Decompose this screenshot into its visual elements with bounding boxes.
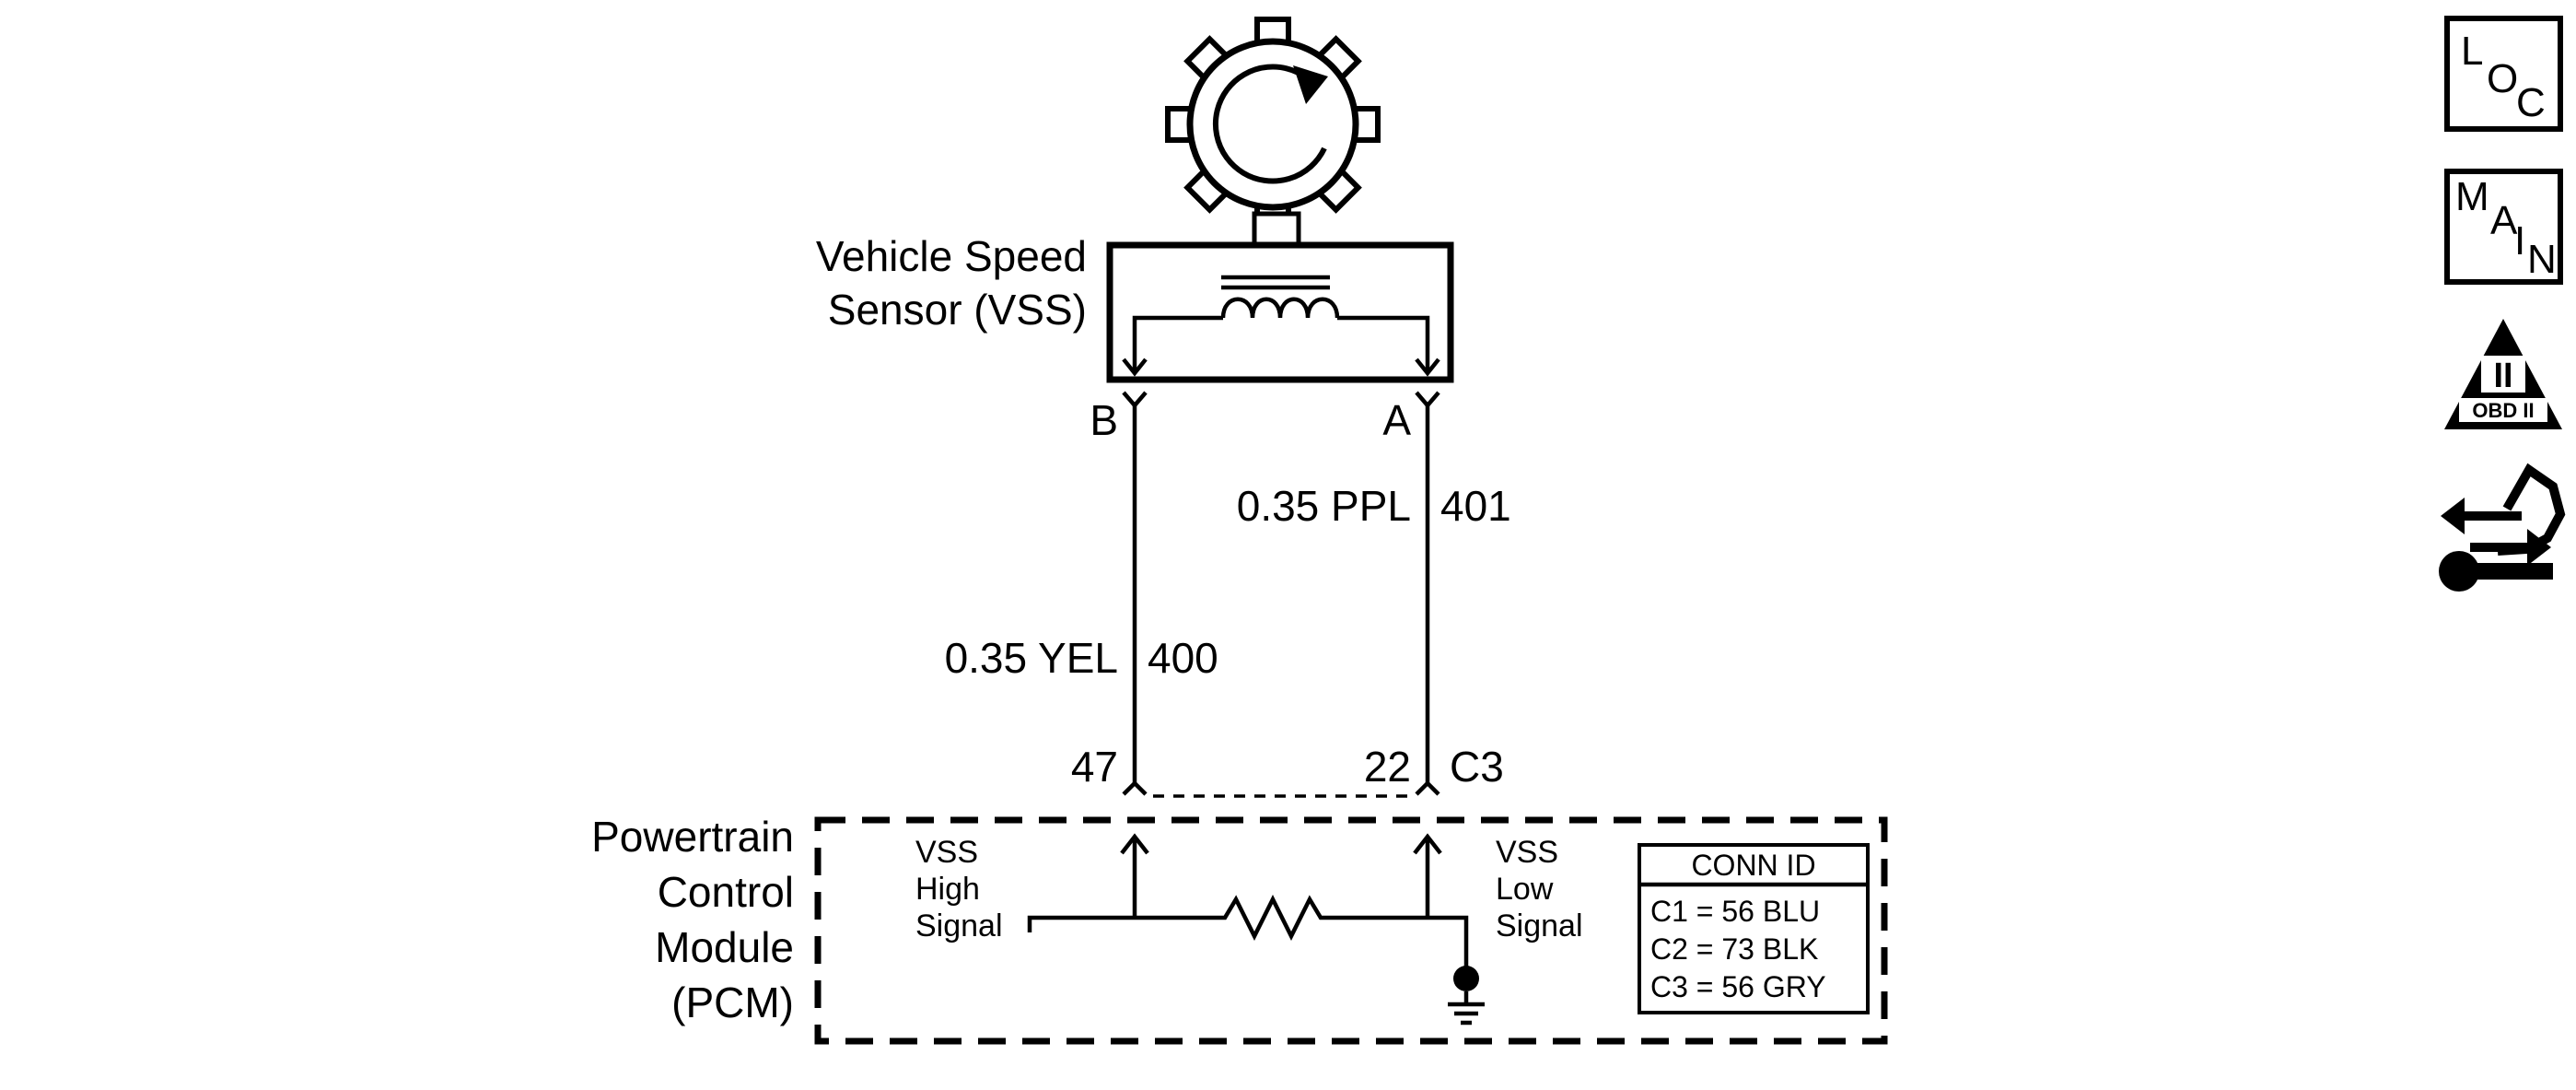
obd-ii-button[interactable]: II OBD II [2444,319,2562,429]
high-signal-line3: Signal [915,908,1003,943]
pin-22-label: 22 [1364,743,1411,791]
terminal-b-connector [1122,391,1148,409]
sensor-name-line2: Sensor (VSS) [828,286,1087,334]
pcm-name-line4: (PCM) [671,979,794,1026]
pcm-name-line3: Module [655,923,794,971]
high-signal-line2: High [915,872,980,907]
wire-400-gauge-color: 0.35 YEL [945,634,1118,682]
wire-401-gauge-color: 0.35 PPL [1237,482,1411,530]
svg-text:L: L [2461,29,2483,74]
conn-id-row-c2: C2 = 73 BLK [1650,932,1818,966]
coil-symbol [1220,297,1340,319]
pcm-boundary [814,816,1888,1045]
resistor-symbol [1027,894,1469,973]
pcm-name-line1: Powertrain [591,813,794,861]
conn-id-title: CONN ID [1691,849,1815,882]
sensor-name-line1: Vehicle Speed [816,232,1087,280]
svg-text:II: II [2493,357,2512,395]
wire-400-circuit: 400 [1148,634,1218,682]
pin-47-label: 47 [1071,743,1118,791]
loc-button[interactable]: L O C [2444,16,2563,132]
svg-text:A: A [2490,198,2518,243]
wire-401-circuit: 401 [1440,482,1511,530]
reluctor-wheel-icon [1165,17,1381,232]
conn-id-row-c1: C1 = 56 BLU [1650,895,1820,928]
svg-text:I: I [2514,218,2525,264]
terminal-b-label: B [1090,396,1118,444]
low-signal-line1: VSS [1496,835,1558,870]
sensor-shaft [1252,211,1301,248]
main-button[interactable]: M A I N [2444,169,2563,285]
pin-22-connector [1415,779,1440,796]
wrench-arrows-icon[interactable] [2439,463,2566,592]
pin-47-connector [1122,779,1148,796]
low-signal-line2: Low [1496,872,1554,907]
conn-id-row-c3: C3 = 56 GRY [1650,970,1826,1003]
svg-text:OBD II: OBD II [2472,399,2534,422]
terminal-a-label: A [1382,396,1411,444]
terminal-a-connector [1415,391,1440,409]
svg-text:N: N [2527,237,2557,282]
svg-text:M: M [2455,174,2489,219]
svg-text:O: O [2487,56,2518,101]
svg-text:C: C [2516,80,2546,125]
low-signal-line3: Signal [1496,908,1583,943]
high-signal-line1: VSS [915,835,978,870]
conn-id-table [1638,843,1870,1014]
pcm-name-line2: Control [658,868,794,916]
ground-icon [1448,966,1485,1026]
connector-c3-label: C3 [1450,743,1504,791]
